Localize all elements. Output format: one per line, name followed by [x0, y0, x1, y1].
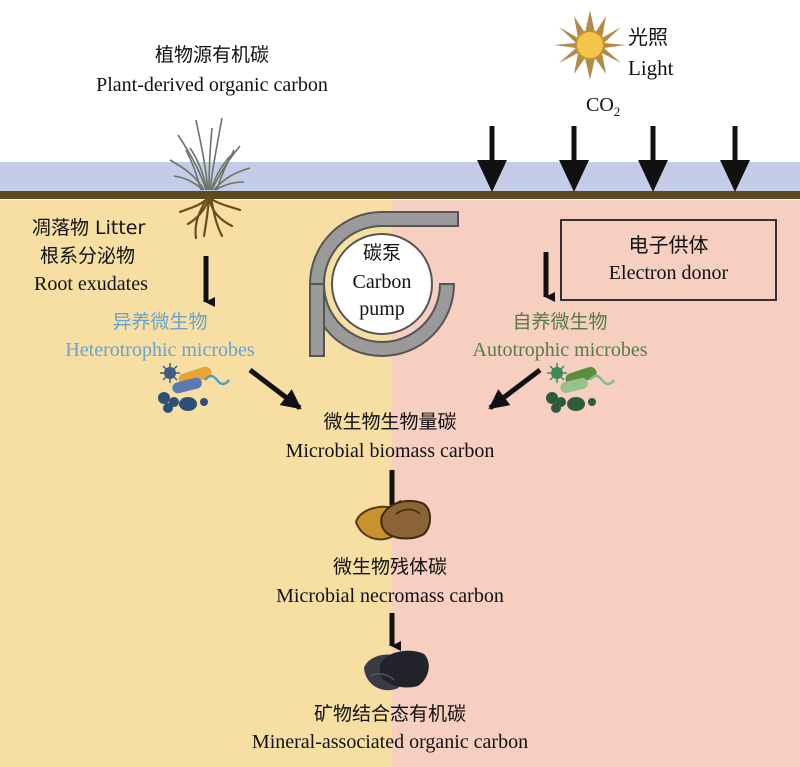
necromass-particles-icon — [354, 499, 431, 541]
litter-label: 凋落物 Litter — [32, 217, 146, 239]
mineral-particles-icon — [364, 650, 429, 691]
ground-surface-line — [0, 191, 800, 199]
electron-donor-label-en: Electron donor — [608, 262, 729, 284]
mineral-label-en: Mineral-associated organic carbon — [251, 731, 529, 753]
auto-microbes-label-zh: 自养微生物 — [512, 311, 608, 333]
biomass-label-zh: 微生物生物量碳 — [323, 411, 457, 433]
mineral-label-zh: 矿物结合态有机碳 — [313, 703, 466, 725]
carbon-pump-label-zh: 碳泵 — [362, 242, 401, 264]
right-soil-region — [392, 200, 800, 767]
sky-strip — [0, 162, 800, 192]
co2-label-main: CO — [586, 94, 614, 116]
root-exudates-label-en: Root exudates — [34, 273, 148, 295]
root-exudates-label-zh: 根系分泌物 — [40, 245, 136, 267]
auto-microbes-label-en: Autotrophic microbes — [472, 339, 648, 361]
necromass-label-en: Microbial necromass carbon — [276, 585, 504, 607]
sun-icon — [554, 10, 626, 80]
hetero-microbes-label-zh: 异养微生物 — [112, 311, 208, 333]
plant-carbon-label-zh: 植物源有机碳 — [154, 44, 269, 66]
left-soil-region — [0, 200, 392, 767]
plant-grass-icon — [169, 117, 251, 191]
co2-arrows — [477, 126, 750, 192]
light-label-en: Light — [628, 56, 674, 80]
electron-donor-box — [560, 219, 777, 301]
hetero-microbes-label-en: Heterotrophic microbes — [65, 339, 255, 361]
auto-to-biomass-arrow — [488, 368, 542, 410]
co2-arrow — [638, 126, 668, 192]
carbon-pump-label-en1: Carbon — [352, 271, 412, 293]
co2-arrow — [559, 126, 589, 192]
light-label-zh: 光照 — [628, 25, 668, 49]
co2-label-sub: 2 — [613, 104, 621, 119]
plant-roots-icon — [178, 196, 242, 240]
hetero-to-biomass-arrow — [248, 368, 302, 410]
co2-arrow — [477, 126, 507, 192]
co2-arrow — [720, 126, 750, 192]
carbon-pump-label-en2: pump — [359, 298, 405, 320]
biomass-label-en: Microbial biomass carbon — [285, 440, 495, 462]
co2-label: CO2 — [586, 94, 656, 120]
plant-carbon-label-en: Plant-derived organic carbon — [96, 74, 328, 96]
necromass-label-zh: 微生物残体碳 — [332, 556, 447, 578]
carbon-pump-icon — [309, 211, 459, 357]
hetero-microbes-icon — [158, 363, 230, 413]
auto-microbes-icon — [546, 363, 615, 413]
electron-donor-label-zh: 电子供体 — [628, 233, 709, 257]
